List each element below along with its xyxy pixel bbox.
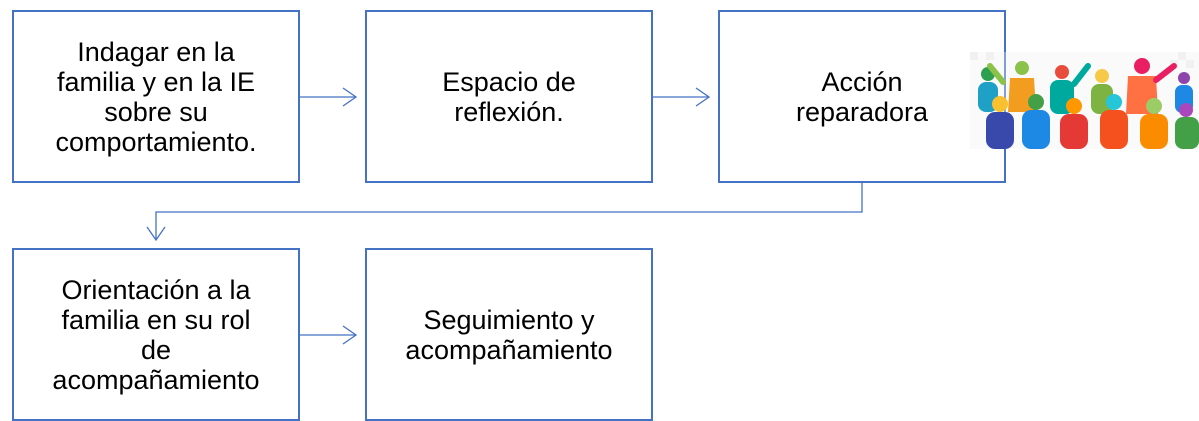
node-espacio-line-2: reflexión. <box>454 96 564 127</box>
node-orientacion: Orientación a la familia en su rol de ac… <box>12 248 300 421</box>
connector-orientacion-to-seguimiento <box>300 325 358 345</box>
node-orientacion-line-2: familia en su rol <box>61 304 251 335</box>
node-indagar: Indagar en la familia y en la IE sobre s… <box>12 10 300 183</box>
node-accion-text: Acción reparadora <box>796 67 928 127</box>
node-indagar-line-4: comportamiento. <box>55 126 257 157</box>
node-indagar-line-1: Indagar en la <box>77 36 235 67</box>
node-indagar-line-2: familia y en la IE <box>56 66 256 97</box>
node-accion: Acción reparadora <box>718 10 1006 183</box>
node-indagar-line-3: sobre su <box>104 96 208 127</box>
node-espacio-line-1: Espacio de <box>442 66 576 97</box>
node-accion-line-1: Acción <box>821 66 903 97</box>
node-seguimiento-text: Seguimiento y acompañamiento <box>405 305 612 365</box>
node-accion-line-2: reparadora <box>795 96 929 127</box>
connector-indagar-to-espacio <box>300 87 358 107</box>
node-indagar-text: Indagar en la familia y en la IE sobre s… <box>55 37 256 157</box>
node-seguimiento: Seguimiento y acompañamiento <box>365 248 653 421</box>
connector-espacio-to-accion <box>653 87 711 107</box>
node-orientacion-line-3: de <box>140 334 172 365</box>
node-orientacion-line-4: acompañamiento <box>52 364 260 395</box>
node-orientacion-text: Orientación a la familia en su rol de ac… <box>52 275 259 395</box>
node-seguimiento-line-2: acompañamiento <box>405 334 613 365</box>
node-orientacion-line-1: Orientación a la <box>61 274 251 305</box>
people-crowd-illustration <box>970 52 1199 149</box>
connector-accion-to-orientacion <box>146 183 863 242</box>
node-espacio: Espacio de reflexión. <box>365 10 653 183</box>
node-espacio-text: Espacio de reflexión. <box>442 67 576 127</box>
node-seguimiento-line-1: Seguimiento y <box>423 304 595 335</box>
